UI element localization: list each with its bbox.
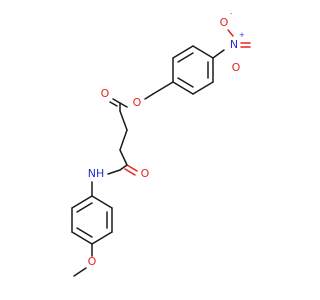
c-n-bond (212, 49, 225, 59)
nitro-o-top-charge: - (230, 10, 233, 18)
o-methyl-bond (73, 267, 87, 277)
methoxy-o-label: O (88, 255, 97, 268)
molecule-diagram: N + O - O O O O NH (71, 10, 251, 277)
chain-bond (119, 129, 128, 151)
ring2-bond (71, 195, 93, 209)
ring1-bond (172, 81, 194, 95)
nitro-n-charge: + (239, 31, 245, 39)
n-o-bond (227, 29, 234, 37)
nitro-o-bottom-label: O (232, 61, 241, 74)
methoxyphenyl-ring (71, 195, 113, 245)
ring1-bond (172, 45, 194, 59)
ring1-bond (192, 81, 214, 95)
o-carbonyl-bond (119, 102, 128, 108)
amide-co-bond (126, 164, 138, 172)
chain-bond (119, 164, 128, 171)
ring2-bond (71, 231, 93, 245)
ring1-bond (192, 45, 214, 59)
chain-bond (119, 149, 128, 166)
ring2-double-bond (76, 202, 93, 213)
amide-o-label: O (141, 167, 150, 180)
carbonyl-o-bond (112, 98, 121, 104)
ester-group: O O (101, 87, 142, 131)
nitro-o-top-label: O (220, 16, 229, 29)
c-n-bond (107, 169, 121, 175)
methoxy-group: O (73, 243, 97, 277)
ring2-bond (91, 231, 113, 245)
amide-nh-label: NH (88, 167, 105, 180)
nitro-group: N + O - O (212, 10, 251, 74)
ring-ch2-bond (152, 81, 174, 95)
ch2-o-bond (144, 93, 154, 100)
ester-carbonyl-o-label: O (101, 87, 110, 100)
nitro-n-label: N (230, 38, 238, 51)
nitrophenyl-ring (172, 45, 214, 95)
ring1-double-bond (177, 52, 194, 63)
carbonyl-double-bond (109, 101, 118, 107)
structure-canvas: N + O - O O O O NH (71, 10, 251, 277)
amide-co-double-bond (124, 168, 136, 176)
ester-o-label: O (133, 96, 142, 109)
amide-group: O NH (88, 164, 150, 180)
ring2-bond (91, 195, 113, 209)
ring2-double-bond (76, 227, 93, 238)
chain-bond (119, 110, 128, 131)
ring1-double-bond (177, 77, 194, 88)
